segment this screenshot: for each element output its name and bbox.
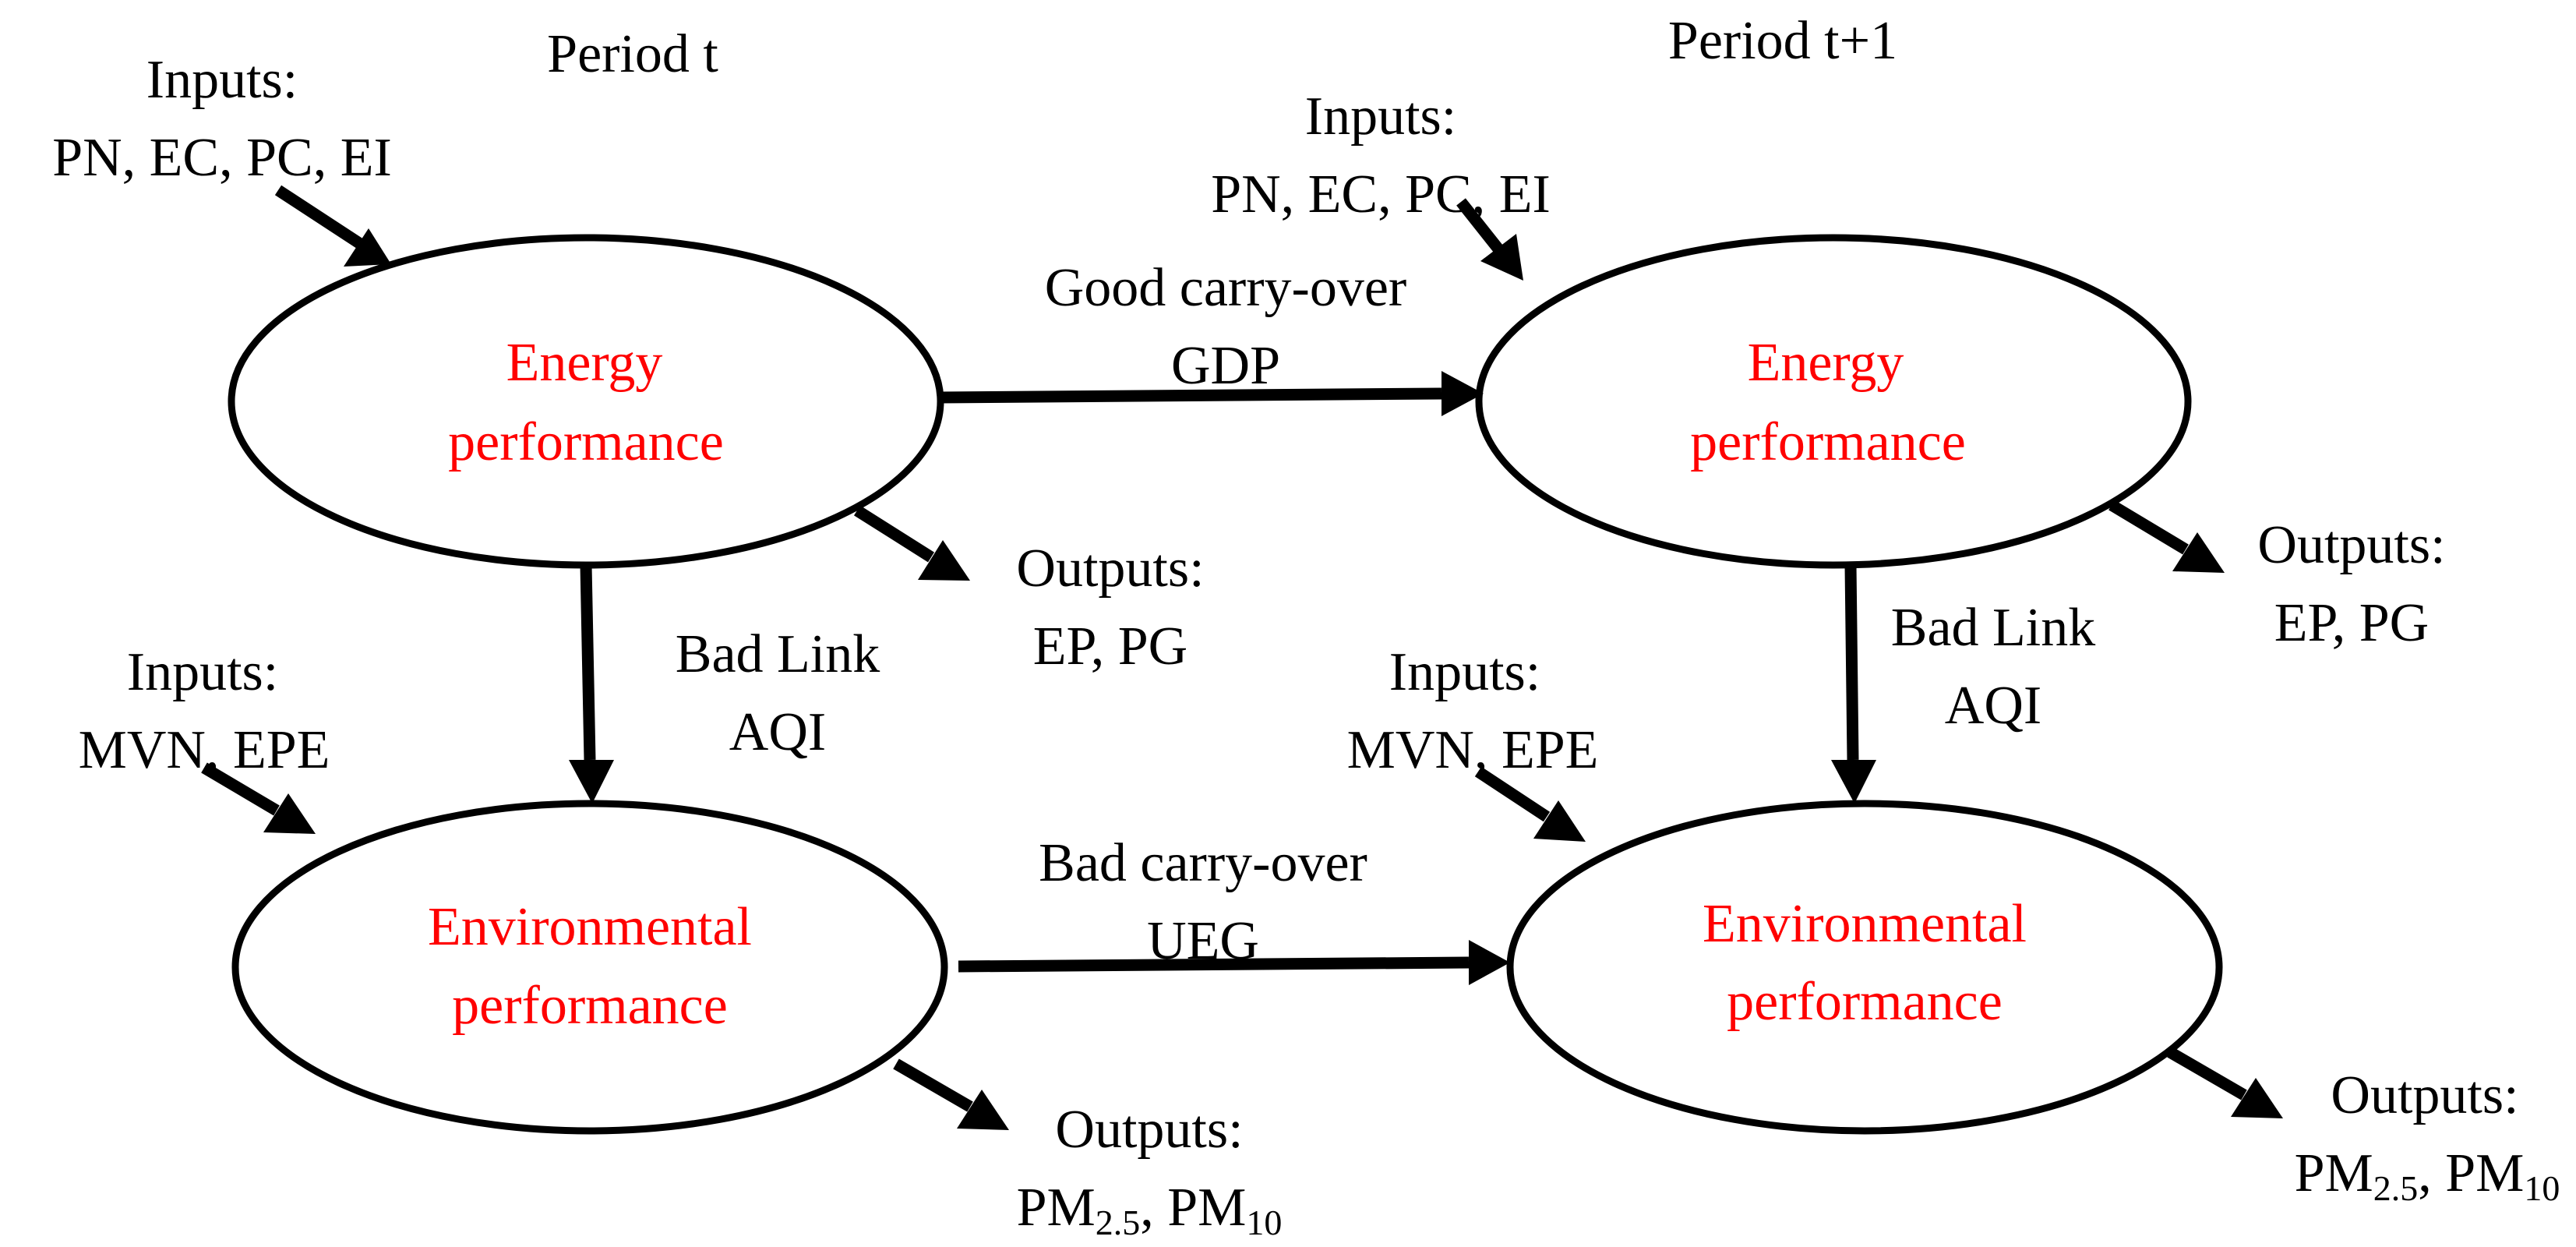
env-input-arrowhead-t1 bbox=[1533, 800, 1586, 842]
env-input-arrow-t bbox=[201, 762, 280, 816]
bad-link-label-t-line1: Bad Link bbox=[676, 624, 880, 684]
energy-input-arrowhead-t bbox=[344, 228, 391, 267]
bad-carryover-arrowhead bbox=[1469, 940, 1510, 985]
bad-link-arrowhead-t1 bbox=[1831, 760, 1876, 804]
pm-separator-t1: , bbox=[2418, 1143, 2445, 1203]
environmental-node-period-t bbox=[231, 800, 948, 1135]
pm25-label-t1: PM bbox=[2295, 1143, 2373, 1203]
energy-node-label-t1-line2: performance bbox=[1690, 412, 1966, 472]
energy-inputs-label-t-line2: PN, EC, PC, EI bbox=[52, 128, 392, 188]
env-node-label-t1-line1: Environmental bbox=[1703, 894, 2027, 954]
pm25-subscript-t: 2.5 bbox=[1096, 1203, 1141, 1242]
energy-output-arrowhead-t1 bbox=[2172, 532, 2225, 573]
energy-inputs-label-t-line1: Inputs: bbox=[146, 50, 298, 110]
env-inputs-label-t-line1: Inputs: bbox=[127, 642, 278, 702]
env-output-arrowhead-t bbox=[957, 1090, 1009, 1130]
bad-link-arrowhead-t bbox=[569, 760, 614, 804]
pm25-label-t: PM bbox=[1017, 1178, 1096, 1238]
pm10-subscript-t1: 10 bbox=[2524, 1168, 2560, 1208]
env-inputs-label-t1-line2: MVN, EPE bbox=[1347, 720, 1599, 780]
energy-input-arrow-t1 bbox=[1456, 198, 1505, 255]
bad-link-label-t1-line2: AQI bbox=[1945, 676, 2041, 736]
energy-node-label-t-line2: performance bbox=[448, 412, 724, 472]
env-node-label-t1-line2: performance bbox=[1727, 972, 2003, 1032]
pm-separator-t: , bbox=[1140, 1178, 1167, 1238]
pm10-label-t1: PM bbox=[2445, 1143, 2524, 1203]
good-carryover-label-line2: GDP bbox=[1171, 336, 1280, 396]
bad-link-label-t-line2: AQI bbox=[729, 702, 826, 762]
pm10-label-t: PM bbox=[1167, 1178, 1246, 1238]
energy-output-arrowhead-t bbox=[918, 540, 970, 581]
env-input-arrow-t1 bbox=[1474, 766, 1551, 822]
energy-inputs-label-t1-line1: Inputs: bbox=[1305, 87, 1456, 147]
env-input-arrowhead-t bbox=[263, 793, 316, 834]
bad-carryover-label-line1: Bad carry-over bbox=[1039, 833, 1367, 893]
bad-link-arrow-t1 bbox=[1844, 564, 1859, 761]
env-outputs-label-t-line2: PM2.5, PM10 bbox=[1017, 1178, 1283, 1242]
env-output-arrowhead-t1 bbox=[2231, 1078, 2283, 1118]
good-carryover-arrow bbox=[940, 387, 1442, 404]
good-carryover-label-line1: Good carry-over bbox=[1045, 258, 1407, 318]
env-inputs-label-t-line2: MVN, EPE bbox=[79, 720, 330, 780]
energy-node-label-t-line1: Energy bbox=[506, 333, 663, 393]
energy-inputs-label-t1-line2: PN, EC, PC, EI bbox=[1211, 164, 1551, 224]
period-t1-title: Period t+1 bbox=[1668, 11, 1897, 71]
env-output-arrow-t1 bbox=[2167, 1047, 2247, 1100]
env-node-label-t-line1: Environmental bbox=[428, 897, 752, 957]
bad-link-label-t1-line1: Bad Link bbox=[1891, 598, 2095, 658]
env-outputs-label-t1-line2: PM2.5, PM10 bbox=[2295, 1143, 2560, 1208]
energy-outputs-label-t1-line1: Outputs: bbox=[2257, 515, 2445, 575]
energy-outputs-label-t-line1: Outputs: bbox=[1016, 539, 1204, 599]
env-node-label-t-line2: performance bbox=[452, 976, 728, 1036]
environmental-node-period-t1 bbox=[1506, 800, 2223, 1135]
bad-carryover-label-line2: UEG bbox=[1147, 911, 1259, 971]
energy-output-arrow-t1 bbox=[2108, 500, 2189, 555]
energy-outputs-label-t1-line2: EP, PG bbox=[2274, 593, 2429, 653]
energy-input-arrow-t bbox=[274, 185, 363, 249]
bad-link-arrow-t bbox=[580, 564, 596, 761]
energy-node-period-t bbox=[228, 234, 944, 569]
energy-outputs-label-t-line2: EP, PG bbox=[1033, 616, 1187, 676]
energy-output-arrow-t bbox=[853, 505, 935, 563]
good-carryover-arrowhead bbox=[1442, 371, 1484, 416]
env-outputs-label-t-line1: Outputs: bbox=[1055, 1100, 1243, 1160]
energy-input-arrowhead-t1 bbox=[1480, 234, 1523, 281]
pm25-subscript-t1: 2.5 bbox=[2373, 1168, 2419, 1208]
period-t-title: Period t bbox=[547, 24, 718, 84]
energy-node-period-t1 bbox=[1475, 234, 2192, 569]
env-output-arrow-t bbox=[893, 1058, 973, 1112]
pm10-subscript-t: 10 bbox=[1246, 1203, 1282, 1242]
env-outputs-label-t1-line1: Outputs: bbox=[2331, 1065, 2518, 1125]
env-inputs-label-t1-line1: Inputs: bbox=[1389, 642, 1540, 702]
energy-node-label-t1-line1: Energy bbox=[1748, 333, 1904, 393]
bad-carryover-arrow bbox=[958, 956, 1470, 973]
